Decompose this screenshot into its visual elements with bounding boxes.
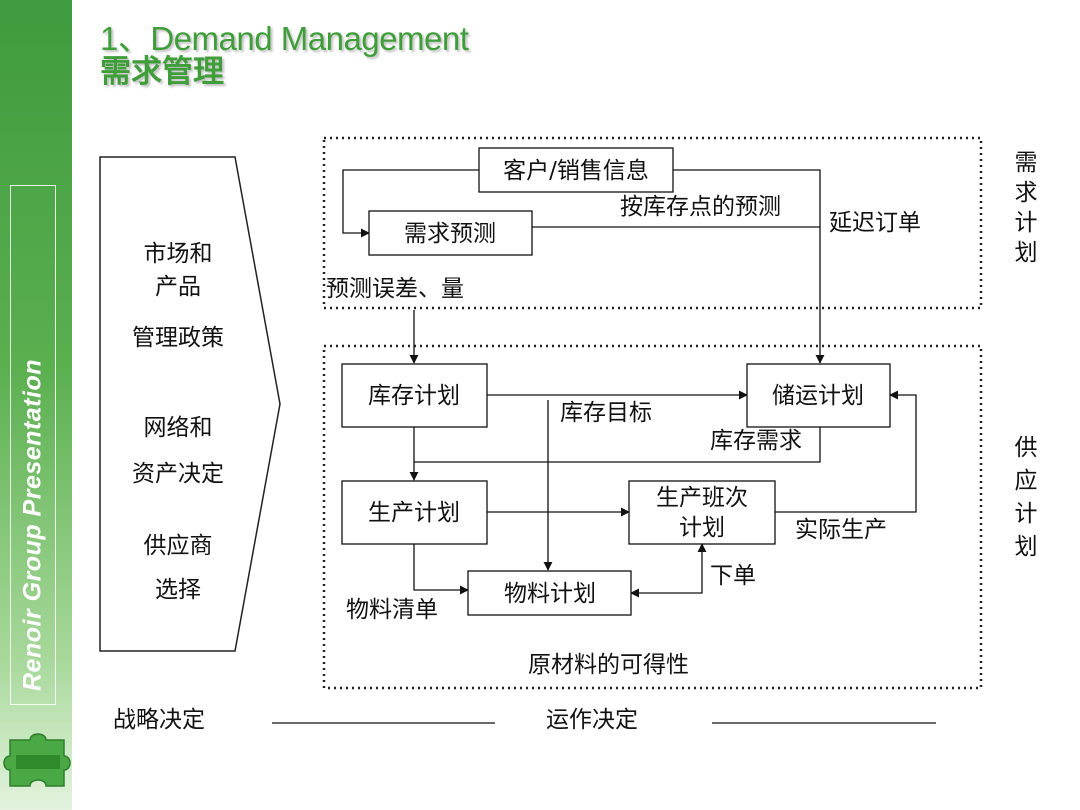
arrow-customer-to-forecast [342, 169, 479, 238]
box-inventory-plan-label: 库存计划 [368, 383, 460, 409]
demand-planning-label-2: 求 [1015, 180, 1038, 206]
arrow-customer-to-logistics [673, 169, 825, 364]
label-forecast-by-location: 按库存点的预测 [620, 194, 781, 220]
strategy-item-asset-decision: 资产决定 [132, 461, 224, 487]
strategy-item-market: 市场和 [144, 241, 213, 267]
box-customer-info [478, 147, 674, 193]
strategy-item-network: 网络和 [144, 415, 213, 441]
sidebar-frame [10, 185, 56, 705]
arrow-logistics-inventory-demand [414, 427, 821, 463]
box-inventory-plan [341, 363, 488, 428]
box-material-plan-label: 物料计划 [504, 581, 596, 607]
supply-planning-label-3: 计 [1015, 501, 1038, 527]
sidebar: Renoir Group Presentation [0, 0, 72, 810]
supply-planning-region [322, 344, 983, 690]
box-production-plan-label: 生产计划 [368, 500, 460, 526]
supply-planning-label-4: 划 [1015, 534, 1038, 560]
box-shift-plan-label-line1: 生产班次 [656, 485, 748, 511]
box-customer-info-label: 客户/销售信息 [503, 158, 649, 184]
label-material-availability: 原材料的可得性 [528, 652, 689, 678]
label-place-order: 下单 [710, 563, 756, 589]
slide-title-cn: 需求管理 [100, 54, 224, 90]
box-logistics-plan-label: 储运计划 [772, 383, 864, 409]
footer-operational-decision: 运作决定 [546, 707, 638, 733]
label-bom: 物料清单 [346, 597, 438, 623]
box-logistics-plan [746, 363, 891, 428]
box-shift-plan [628, 480, 776, 545]
label-actual-production: 实际生产 [795, 517, 887, 543]
demand-planning-label-4: 划 [1015, 240, 1038, 266]
strategy-item-policy: 管理政策 [132, 325, 224, 351]
demand-planning-label-1: 需 [1015, 150, 1038, 176]
supply-planning-label-1: 供 [1015, 435, 1038, 461]
renoir-logo [3, 733, 71, 787]
box-material-plan [467, 570, 632, 616]
strategy-arrow-shape [99, 156, 281, 652]
label-delayed-orders: 延迟订单 [829, 210, 921, 236]
arrow-material-shift-order [630, 543, 707, 598]
supply-planning-label-2: 应 [1015, 468, 1038, 494]
label-inventory-target: 库存目标 [560, 400, 652, 426]
strategy-item-supplier: 供应商 [144, 533, 213, 559]
strategy-item-selection: 选择 [155, 577, 201, 603]
label-forecast-error: 预测误差、量 [326, 276, 464, 302]
box-demand-forecast-label: 需求预测 [404, 221, 496, 247]
label-inventory-demand: 库存需求 [710, 428, 802, 454]
box-demand-forecast [368, 210, 533, 256]
strategy-item-product: 产品 [155, 274, 201, 300]
arrow-shift-to-logistics [775, 390, 917, 513]
arrow-production-to-material [413, 544, 469, 595]
footer-strategic-decision: 战略决定 [113, 707, 205, 733]
demand-planning-label-3: 计 [1015, 210, 1038, 236]
slide-title-en: 1、Demand Management [100, 20, 469, 57]
box-production-plan [341, 480, 488, 545]
box-shift-plan-label-line2: 计划 [679, 515, 725, 541]
